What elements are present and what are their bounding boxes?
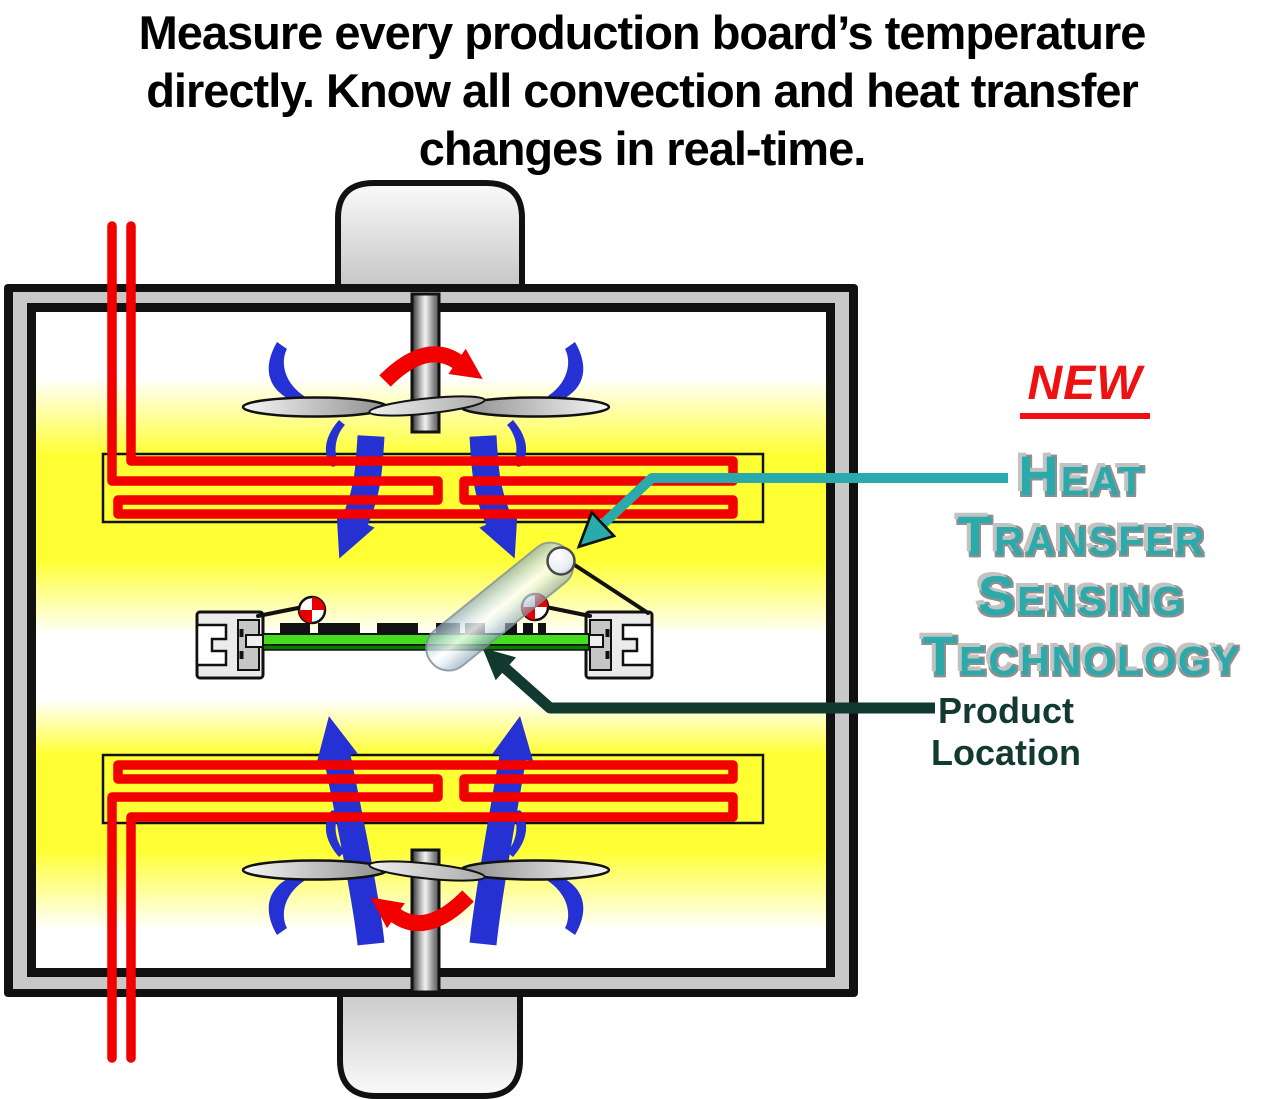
top-heater-box — [101, 452, 765, 524]
rotation-arrow-icon — [370, 890, 474, 931]
product-location-label: Product Location — [931, 690, 1081, 773]
rail-bracket-icon — [195, 610, 267, 680]
fan-blade-icon — [368, 860, 486, 882]
page-title: Measure every production board’s tempera… — [0, 4, 1284, 178]
fan-blade-icon — [241, 396, 389, 418]
air-streak-icon — [507, 420, 527, 467]
top-fan — [241, 346, 611, 418]
air-streak-icon — [268, 872, 306, 935]
air-streak-icon — [507, 810, 527, 857]
new-badge-text: NEW — [1019, 356, 1151, 419]
title-line: directly. Know all convection and heat t… — [146, 64, 1139, 117]
air-streak-icon — [325, 810, 345, 857]
product-location-arrow — [482, 648, 935, 714]
heater-coils — [107, 221, 738, 1063]
title-line: Measure every production board’s tempera… — [138, 6, 1147, 59]
sensor-ball-icon — [546, 546, 576, 576]
tech-word: TRANSFER — [957, 504, 1207, 567]
sensor-callout-arrow — [602, 473, 1008, 525]
sensor-wires — [256, 558, 650, 618]
tech-word: HEAT — [1018, 444, 1146, 507]
tech-word: SENSING — [977, 564, 1187, 627]
bottom-fan — [241, 859, 611, 931]
top-fan-motor-icon — [335, 180, 525, 299]
new-badge: NEW — [890, 356, 1280, 419]
air-streak-icon — [546, 872, 584, 935]
title-line: changes in real-time. — [418, 122, 867, 175]
bottom-heater-coil-icon — [107, 760, 738, 1063]
air-streak-icon — [268, 342, 306, 405]
top-heater-coil-icon — [107, 221, 738, 519]
bottom-heater-box — [101, 753, 765, 825]
fan-blade-icon — [241, 859, 389, 881]
rotation-arrow-icon — [379, 346, 483, 387]
target-marker-icon — [297, 595, 327, 625]
tech-word: TECHNOLOGY — [922, 624, 1242, 687]
bottom-fan-motor-icon — [337, 986, 523, 1099]
air-streak-icon — [325, 420, 345, 467]
air-streak-icon — [546, 342, 584, 405]
rail-bracket-icon — [581, 610, 654, 680]
fan-blade-icon — [368, 395, 486, 417]
